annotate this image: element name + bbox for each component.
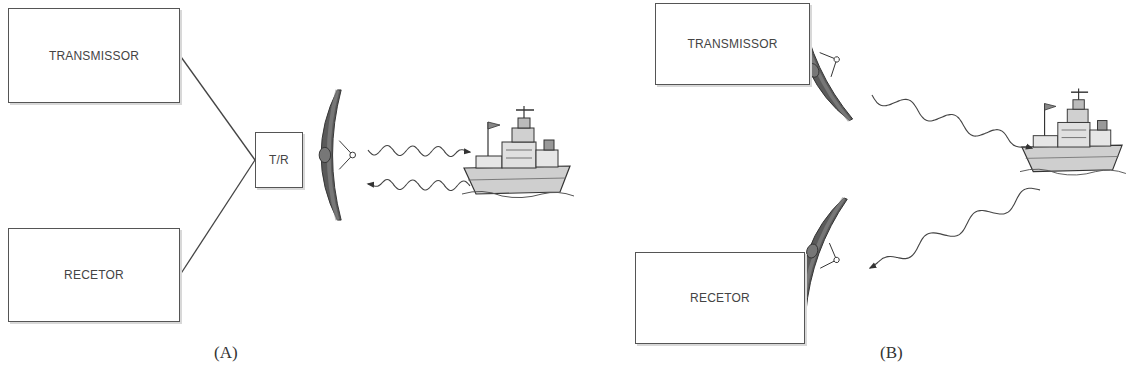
box-label: RECETOR bbox=[684, 289, 756, 307]
box-label: T/R bbox=[263, 151, 295, 169]
transmitter-box: TRANSMISSOR bbox=[655, 3, 810, 85]
duplexer-box: T/R bbox=[255, 132, 303, 188]
transmitter-box: TRANSMISSOR bbox=[8, 8, 180, 103]
radio-wave bbox=[368, 95, 1040, 268]
receiver-box: RECETOR bbox=[8, 228, 180, 322]
box-label: TRANSMISSOR bbox=[681, 35, 783, 53]
radio-wave bbox=[872, 95, 1032, 148]
panel-caption: (B) bbox=[880, 343, 903, 363]
ship bbox=[462, 106, 574, 198]
connector-line bbox=[180, 56, 255, 161]
radio-wave bbox=[368, 179, 470, 190]
radio-wave bbox=[870, 188, 1040, 268]
panel-caption: (A) bbox=[214, 343, 238, 363]
connector-line bbox=[180, 160, 255, 275]
radio-wave bbox=[368, 145, 470, 156]
antenna-dish bbox=[319, 90, 355, 220]
ship bbox=[1020, 88, 1126, 175]
box-label: RECETOR bbox=[58, 266, 130, 284]
receiver-box: RECETOR bbox=[635, 252, 805, 344]
box-label: TRANSMISSOR bbox=[43, 47, 145, 65]
